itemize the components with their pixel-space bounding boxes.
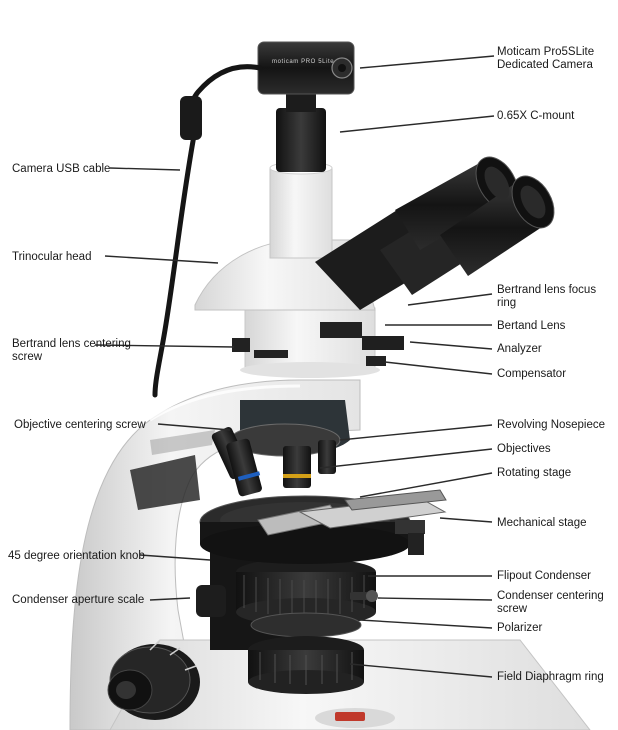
label-polarizer: Polarizer (497, 622, 543, 634)
label-bertrand-focus-ring: Bertrand lens focus ring (497, 284, 597, 309)
label-orientation-knob: 45 degree orientation knob (8, 550, 145, 562)
label-analyzer: Analyzer (497, 343, 542, 355)
label-revolving-nosepiece: Revolving Nosepiece (497, 419, 606, 431)
eyepieces (315, 156, 555, 310)
label-mechanical-stage: Mechanical stage (497, 517, 587, 529)
label-usb-cable: Camera USB cable (12, 163, 111, 175)
label-flipout-condenser: Flipout Condenser (497, 570, 591, 582)
label-compensator: Compensator (497, 368, 567, 380)
rotating-stage (199, 495, 411, 564)
label-condenser-centering-screw: Condenser centering screw (497, 590, 604, 615)
camera: moticam PRO 5Lite (257, 41, 355, 95)
label-c-mount: 0.65X C-mount (497, 110, 575, 122)
leader-lines (94, 55, 495, 678)
focus-knob (107, 639, 200, 720)
microscope-arm (69, 379, 361, 730)
mechanical-stage (257, 489, 447, 555)
label-bertrand-lens: Bertand Lens (497, 320, 566, 332)
label-condenser-aperture-scale: Condenser aperture scale (12, 594, 145, 606)
label-trinocular-head: Trinocular head (12, 251, 92, 263)
camera-brand-text: moticam PRO 5Lite (272, 59, 334, 65)
label-bertrand-centering-screw: Bertrand lens centering screw (12, 338, 131, 363)
c-mount (276, 92, 326, 172)
label-camera: Moticam Pro5SLite Dedicated Camera (497, 46, 595, 71)
label-field-diaphragm-ring: Field Diaphragm ring (497, 671, 604, 683)
objectives (211, 427, 336, 497)
usb-cable (152, 64, 263, 398)
label-objectives: Objectives (497, 443, 551, 455)
analyzer-module (232, 307, 404, 378)
label-objective-centering-screw: Objective centering screw (14, 419, 146, 431)
label-rotating-stage: Rotating stage (497, 467, 572, 479)
